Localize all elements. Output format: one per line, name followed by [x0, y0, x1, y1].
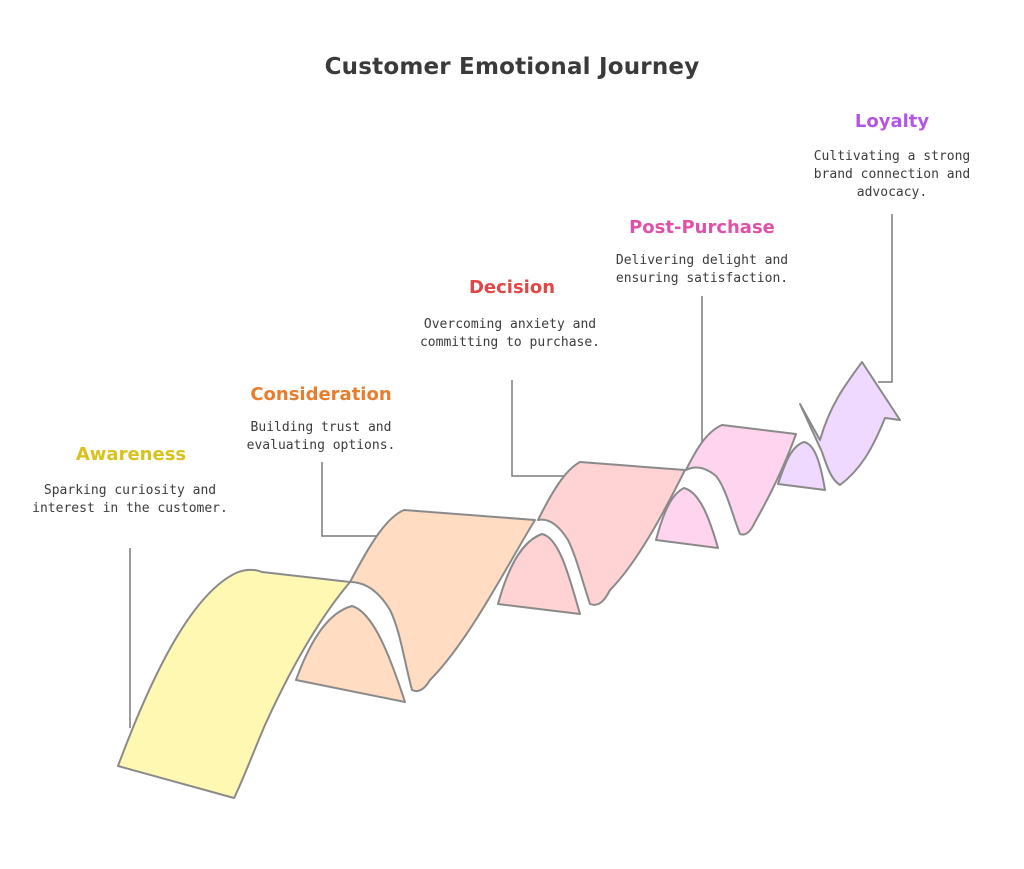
band-decision: [537, 461, 686, 606]
stage-title-post-purchase: Post-Purchase: [629, 217, 775, 238]
band-loyalty-tail: [777, 441, 826, 491]
band-consideration-tail: [295, 605, 406, 703]
page-title: Customer Emotional Journey: [324, 54, 700, 80]
stage-title-awareness: Awareness: [75, 444, 187, 465]
stage-desc-awareness: Sparking curiosity and interest in the c…: [32, 483, 228, 516]
band-post-purchase: [685, 424, 797, 536]
stage-desc-loyalty: Cultivating a strong brand connection an…: [813, 149, 971, 200]
stage-desc-decision: Overcoming anxiety and committing to pur…: [419, 317, 600, 350]
band-decision-tail: [497, 533, 581, 615]
band-consideration: [349, 509, 536, 693]
leader-line-consideration: [321, 462, 382, 537]
stage-desc-post-purchase: Delivering delight and ensuring satisfac…: [615, 253, 789, 286]
band-post-purchase-tail: [655, 487, 719, 549]
stage-title-consideration: Consideration: [250, 384, 392, 405]
leader-line-loyalty: [878, 214, 893, 383]
band-loyalty: [799, 361, 901, 486]
stage-title-loyalty: Loyalty: [854, 111, 930, 132]
stage-title-decision: Decision: [468, 277, 556, 298]
stage-desc-consideration: Building trust and evaluating options.: [246, 420, 396, 453]
band-awareness: [117, 568, 351, 799]
leader-line-decision: [511, 380, 570, 477]
